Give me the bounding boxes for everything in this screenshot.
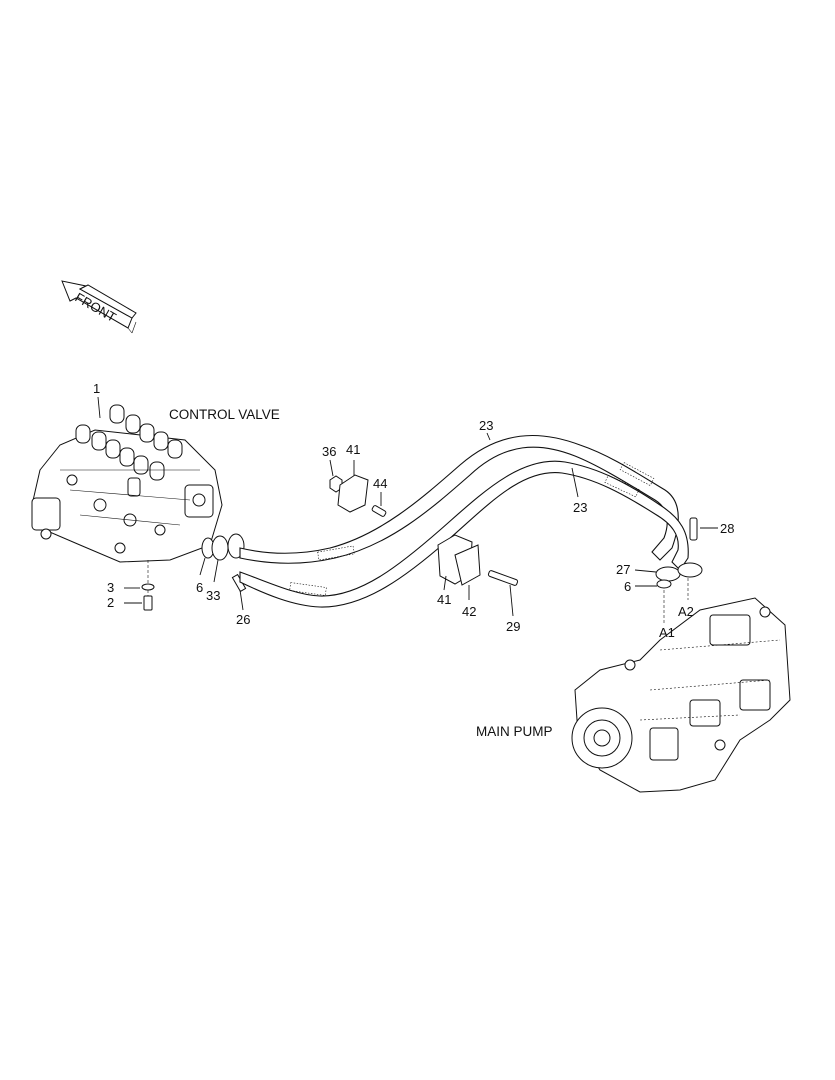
callout-26: 26	[236, 612, 250, 627]
front-arrow: FRONT	[61, 280, 137, 334]
callout-41-upper: 41	[346, 442, 360, 457]
callout-a1: A1	[659, 625, 675, 640]
leader-lines	[97, 396, 718, 617]
clamp-lower	[437, 534, 519, 586]
callout-23-upper: 23	[479, 418, 493, 433]
pump-side-flanges	[655, 517, 703, 625]
spool-caps	[75, 404, 183, 481]
main-pump-label: MAIN PUMP	[476, 724, 553, 739]
callout-6-pump: 6	[624, 579, 631, 594]
callout-2: 2	[107, 595, 114, 610]
bolt-2-washer-3	[141, 560, 155, 611]
callout-29: 29	[506, 619, 520, 634]
callout-28: 28	[720, 521, 734, 536]
callout-23-lower: 23	[573, 500, 587, 515]
callout-44: 44	[373, 476, 387, 491]
callout-33: 33	[206, 588, 220, 603]
control-valve-label: CONTROL VALVE	[169, 407, 280, 422]
clamp-upper	[329, 474, 387, 517]
hose-braid-marks	[289, 462, 655, 596]
main-pump-drawing	[571, 597, 791, 793]
control-valve-drawing	[31, 404, 223, 563]
callout-36: 36	[322, 444, 336, 459]
callout-6-valve: 6	[196, 580, 203, 595]
callout-a2: A2	[678, 604, 694, 619]
callout-27: 27	[616, 562, 630, 577]
callout-41-lower: 41	[437, 592, 451, 607]
callout-3: 3	[107, 580, 114, 595]
callout-42: 42	[462, 604, 476, 619]
callout-1: 1	[93, 381, 100, 396]
valve-side-flanges	[201, 533, 247, 593]
